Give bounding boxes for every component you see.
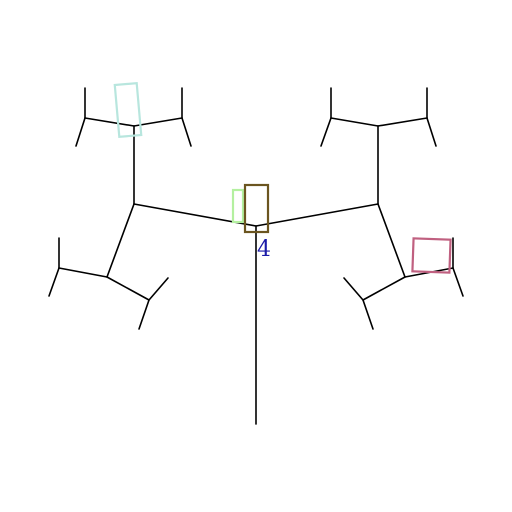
right-upper-arm-right [377, 117, 428, 127]
left-upper-leaf-2 [75, 117, 86, 147]
left-lower-leaf-4 [138, 299, 150, 330]
left-upper-leaf-4 [181, 117, 192, 147]
center-small-marker [231, 188, 245, 224]
right-lower-arm-left [362, 276, 406, 301]
left-upper-arm-right [133, 117, 183, 127]
left-lower-arm-right [106, 276, 150, 301]
right-lower-leaf-1 [343, 277, 364, 301]
center-node-label: 4 [257, 237, 271, 262]
right-lower-stem [377, 203, 406, 278]
left-branch [48, 87, 257, 330]
right-upper-leaf-2 [320, 117, 332, 147]
center-to-right-node [255, 203, 379, 227]
center-marker [243, 183, 270, 234]
right-upper-leaf-4 [426, 117, 437, 147]
right-upper-arm-left [330, 117, 379, 127]
left-upper-arm-left [84, 117, 135, 127]
right-lower-leaf-2 [362, 299, 374, 330]
right-marker [411, 237, 452, 274]
right-branch [255, 87, 464, 330]
left-lower-arm-left [58, 267, 108, 278]
left-lower-leaf-2 [48, 267, 60, 297]
top-left-marker [113, 81, 143, 139]
left-lower-leaf-3 [148, 277, 169, 301]
right-lower-leaf-4 [452, 267, 464, 297]
left-lower-stem [106, 203, 135, 278]
